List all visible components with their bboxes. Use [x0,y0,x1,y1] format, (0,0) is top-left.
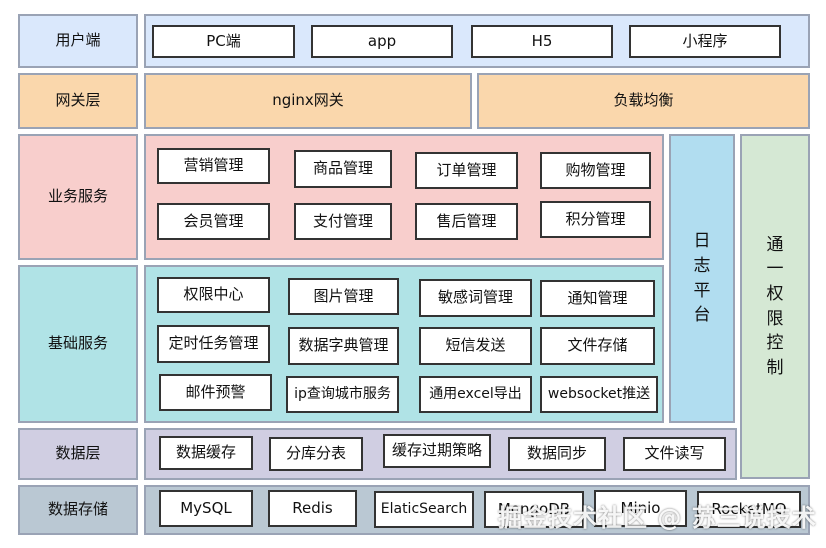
storage-item-minio: Minio [594,490,687,527]
storage-item-elasticsearch: ElaticSearch [374,491,474,528]
watermark: 掘金技术社区 @ 苏三说技术 [498,504,817,532]
client-item-pc: PC端 [152,25,295,58]
basic-item-auth-center: 权限中心 [157,277,270,313]
storage-item-redis: Redis [268,490,357,527]
data-item-cache-expiry: 缓存过期策略 [383,434,491,468]
log-platform-char: 台 [693,305,711,326]
layer-label-storage: 数据存储 [18,485,138,535]
storage-item-mongodb: MongoDB [484,491,584,528]
business-item-payment: 支付管理 [294,203,392,240]
storage-item-rocketmq: RocketMQ [697,491,801,528]
storage-item-mysql: MySQL [159,490,253,527]
auth-control-char: 权 [766,283,784,304]
business-item-order: 订单管理 [415,152,518,189]
basic-item-file-storage: 文件存储 [540,327,655,365]
auth-control-char: 制 [766,357,784,378]
auth-control-char: 控 [766,333,784,354]
client-item-app: app [311,25,453,58]
basic-item-sensitive-words: 敏感词管理 [419,279,532,317]
business-item-member: 会员管理 [157,203,270,240]
layer-label-client: 用户端 [18,14,138,68]
business-item-shopping: 购物管理 [540,152,651,189]
basic-item-notify: 通知管理 [540,280,655,317]
layer-label-basic: 基础服务 [18,265,138,423]
business-item-aftersale: 售后管理 [415,203,518,240]
business-item-points: 积分管理 [540,201,651,238]
layer-label-gateway: 网关层 [18,73,138,129]
client-item-miniprogram: 小程序 [629,25,781,58]
basic-item-sms: 短信发送 [419,327,532,365]
data-item-cache: 数据缓存 [159,436,253,470]
basic-item-dictionary: 数据字典管理 [288,327,399,365]
auth-control-char: 限 [766,308,784,329]
data-item-sharding: 分库分表 [269,437,363,471]
gateway-load-balance: 负载均衡 [477,73,810,129]
basic-item-excel-export: 通用excel导出 [419,376,532,413]
basic-item-ip-city: ip查询城市服务 [286,376,399,413]
log-platform-char: 平 [693,280,711,301]
log-platform-char: 日 [693,231,711,252]
business-item-product: 商品管理 [294,150,392,188]
unified-auth-control: 通 一 权 限 控 制 [740,134,810,479]
data-item-sync: 数据同步 [508,437,606,471]
log-platform-char: 志 [693,255,711,276]
gateway-nginx: nginx网关 [144,73,472,129]
data-item-file-rw: 文件读写 [623,437,726,471]
auth-control-char: 一 [766,259,784,280]
basic-item-scheduled-tasks: 定时任务管理 [157,325,270,363]
basic-item-websocket: websocket推送 [540,376,658,413]
layer-label-business: 业务服务 [18,134,138,260]
basic-item-image: 图片管理 [288,278,399,315]
business-item-marketing: 营销管理 [157,148,270,184]
auth-control-char: 通 [766,234,784,255]
layer-label-data: 数据层 [18,428,138,480]
basic-item-mail-alert: 邮件预警 [159,374,272,411]
client-item-h5: H5 [471,25,613,58]
log-platform: 日 志 平 台 [669,134,735,423]
